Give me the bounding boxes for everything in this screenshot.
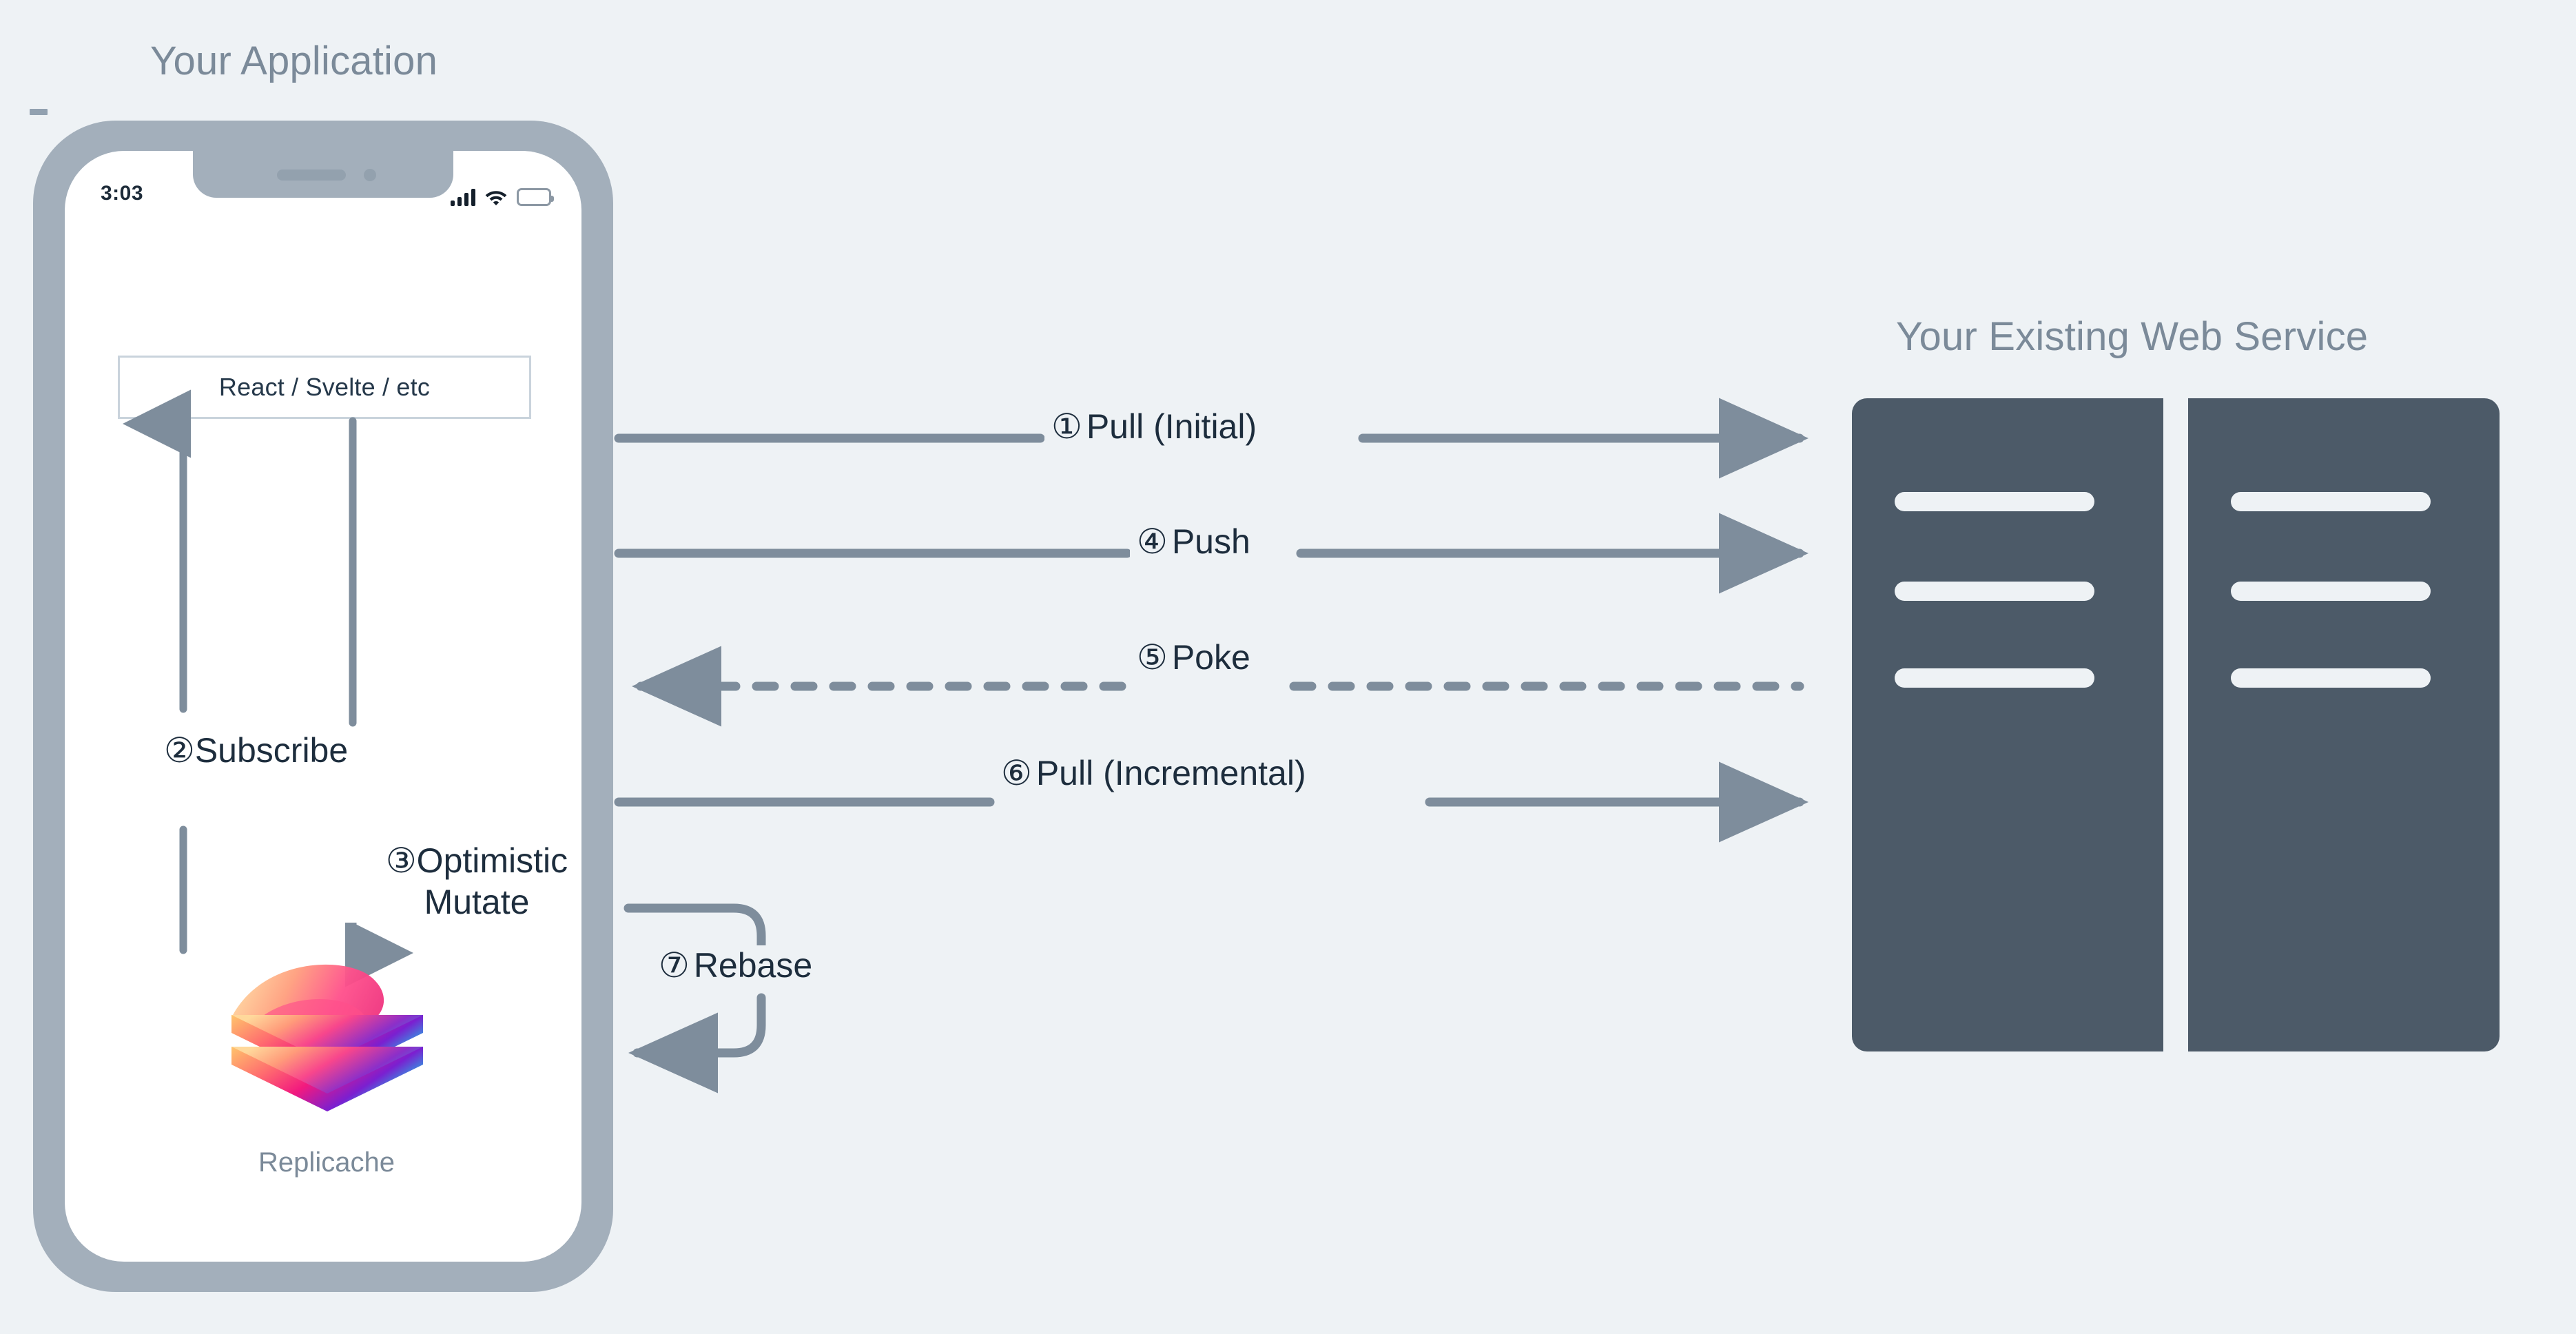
flow-number-7: ⑦ xyxy=(659,946,690,985)
server-rack-bar xyxy=(2231,668,2431,688)
flow-label-subscribe: ②Subscribe xyxy=(160,730,353,771)
notch-speaker-icon xyxy=(277,170,346,181)
flow-text-1: Pull (Initial) xyxy=(1086,407,1257,446)
flow-number-5: ⑤ xyxy=(1137,638,1168,677)
flow-number-3: ③ xyxy=(385,841,417,880)
server-rack-bar xyxy=(1895,582,2094,601)
server-rack-bar xyxy=(2231,492,2431,511)
web-service-servers xyxy=(1852,398,2500,1051)
flow-text-7: Rebase xyxy=(693,946,813,985)
rebase-loop-bottom xyxy=(628,993,766,1094)
flow-text-4: Push xyxy=(1171,522,1250,561)
replicache-layers-logo xyxy=(231,964,423,1111)
battery-full-icon xyxy=(517,188,554,206)
cellular-signal-icon xyxy=(451,188,475,206)
server-rack-bar xyxy=(2231,582,2431,601)
flow-text-6: Pull (Incremental) xyxy=(1035,754,1306,792)
phone-screen: 3:03 React / Svelte / etc xyxy=(65,151,581,1262)
notch-camera-icon xyxy=(364,169,376,181)
flow-number-1: ① xyxy=(1051,407,1082,446)
phone-edge-dash-mark xyxy=(30,109,48,115)
server-rack-right xyxy=(2188,398,2500,1051)
flow-number-2: ② xyxy=(164,731,195,770)
server-rack-left xyxy=(1852,398,2163,1051)
flow-text-2: Subscribe xyxy=(194,731,349,770)
status-bar-icons xyxy=(451,183,554,206)
flow-number-6: ⑥ xyxy=(1001,754,1032,792)
flow-text-5: Poke xyxy=(1171,638,1250,677)
flow-text-3: Optimistic Mutate xyxy=(416,841,568,921)
flow-number-4: ④ xyxy=(1137,522,1168,561)
your-application-title: Your Application xyxy=(150,39,438,83)
your-existing-web-service-title: Your Existing Web Service xyxy=(1896,314,2369,359)
server-rack-bar xyxy=(1895,668,2094,688)
phone-device: 3:03 React / Svelte / etc xyxy=(33,121,613,1292)
replicache-label: Replicache xyxy=(258,1147,395,1178)
status-bar-time: 3:03 xyxy=(101,182,144,205)
server-rack-bar xyxy=(1895,492,2094,511)
wifi-icon xyxy=(485,191,507,205)
replicache-storage: Replicache xyxy=(134,950,519,1178)
status-bar: 3:03 xyxy=(65,180,581,212)
ui-framework-box: React / Svelte / etc xyxy=(118,356,531,419)
phone-notch xyxy=(193,151,453,198)
flow-label-optimistic-mutate: ③Optimistic Mutate xyxy=(328,840,581,923)
